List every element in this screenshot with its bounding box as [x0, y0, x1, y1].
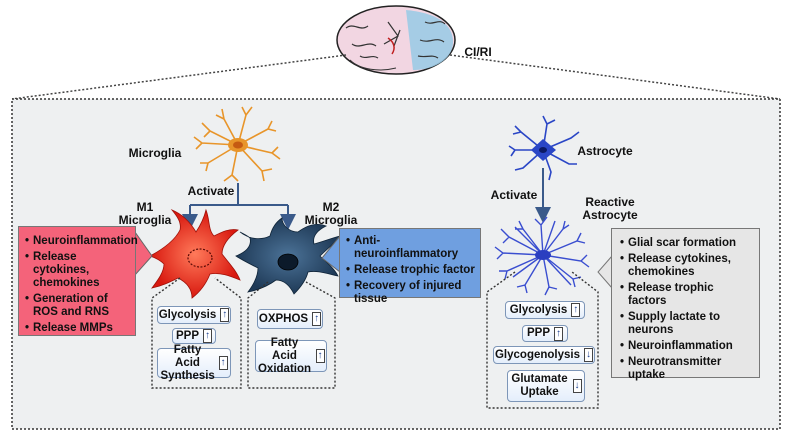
- list-item: Release cytokines, chemokines: [620, 253, 755, 279]
- list-item: Glial scar formation: [620, 237, 755, 250]
- m2-label-line1: M2: [322, 200, 340, 214]
- metabolism-label: PPP: [175, 329, 199, 342]
- m1-microglia-label: M1 Microglia: [110, 201, 180, 227]
- metabolism-label: Glycogenolysis: [494, 348, 580, 361]
- reactive-label-line1: Reactive: [585, 195, 635, 209]
- m1-effects-list: Neuroinflammation Release cytokines, che…: [25, 235, 138, 335]
- down-arrow-icon: ↓: [572, 379, 582, 393]
- list-item: Release MMPs: [25, 322, 131, 335]
- up-arrow-icon: ↑: [203, 329, 212, 343]
- up-arrow-icon: ↑: [571, 303, 581, 317]
- list-item: Anti-neuroinflammatory: [346, 235, 476, 261]
- metabolism-box: Glycolysis ↑: [505, 301, 585, 319]
- list-item: Recovery of injured tissue: [346, 280, 476, 306]
- m2-effects-panel: Anti-neuroinflammatory Release trophic f…: [339, 228, 481, 305]
- metabolism-label: Glycolysis: [509, 303, 568, 316]
- m1-label-line1: M1: [136, 200, 154, 214]
- astrocyte-effects-list: Glial scar formation Release cytokines, …: [620, 237, 755, 382]
- down-arrow-icon: ↓: [584, 348, 593, 362]
- up-arrow-icon: ↑: [218, 356, 228, 370]
- metabolism-box: OXPHOS ↑: [257, 309, 323, 329]
- up-arrow-icon: ↑: [312, 312, 322, 326]
- metabolism-label: OXPHOS: [258, 312, 309, 325]
- reactive-label-line2: Astrocyte: [582, 208, 638, 222]
- metabolism-box: Fatty Acid Synthesis ↑: [157, 344, 231, 382]
- reactive-astrocyte-cell: [494, 216, 590, 296]
- brain-icon: [336, 5, 456, 75]
- m1-label-line2: Microglia: [118, 213, 172, 227]
- metabolism-box: Glutamate Uptake ↓: [507, 370, 585, 402]
- metabolism-label: Glutamate Uptake: [511, 373, 568, 398]
- microglia-label: Microglia: [128, 146, 182, 160]
- metabolism-box: PPP ↑: [172, 328, 216, 344]
- up-arrow-icon: ↑: [220, 308, 230, 322]
- m1-microglia-cell: [148, 208, 241, 299]
- condition-label: CI/RI: [464, 45, 492, 59]
- list-item: Release trophic factors: [620, 282, 755, 308]
- microglia-cell: [193, 106, 281, 182]
- metabolism-label: Fatty Acid Synthesis: [160, 343, 215, 382]
- metabolism-label: Fatty Acid Oxidation: [257, 336, 312, 375]
- list-item: Supply lactate to neurons: [620, 311, 755, 337]
- list-item: Release cytokines, chemokines: [25, 251, 131, 290]
- metabolism-box: PPP ↑: [522, 325, 568, 342]
- list-item: Neuroinflammation: [620, 340, 755, 353]
- m2-microglia-cell: [235, 217, 341, 295]
- up-arrow-icon: ↑: [315, 349, 325, 363]
- m2-effects-list: Anti-neuroinflammatory Release trophic f…: [346, 235, 476, 306]
- list-item: Generation of ROS and RNS: [25, 293, 131, 319]
- metabolism-label: Glycolysis: [158, 308, 217, 321]
- list-item: Release trophic factor: [346, 264, 476, 277]
- m1-effects-panel: Neuroinflammation Release cytokines, che…: [18, 226, 138, 336]
- m2-label-line2: Microglia: [304, 213, 358, 227]
- up-arrow-icon: ↑: [554, 326, 563, 341]
- astrocyte-label: Astrocyte: [577, 144, 633, 158]
- m2-microglia-label: M2 Microglia: [296, 201, 366, 227]
- activate-label-right: Activate: [490, 188, 538, 202]
- reactive-astrocyte-label: Reactive Astrocyte: [570, 196, 650, 222]
- metabolism-box: Glycogenolysis ↓: [493, 346, 595, 364]
- metabolism-box: Glycolysis ↑: [157, 306, 231, 324]
- metabolism-box: Fatty Acid Oxidation ↑: [255, 337, 327, 375]
- astrocyte-effects-panel: Glial scar formation Release cytokines, …: [611, 228, 760, 381]
- list-item: Neurotransmitter uptake: [620, 356, 755, 382]
- list-item: Neuroinflammation: [25, 235, 138, 248]
- metabolism-label: PPP: [526, 327, 550, 339]
- astrocyte-cell: [508, 115, 580, 181]
- activate-label-left: Activate: [187, 184, 235, 198]
